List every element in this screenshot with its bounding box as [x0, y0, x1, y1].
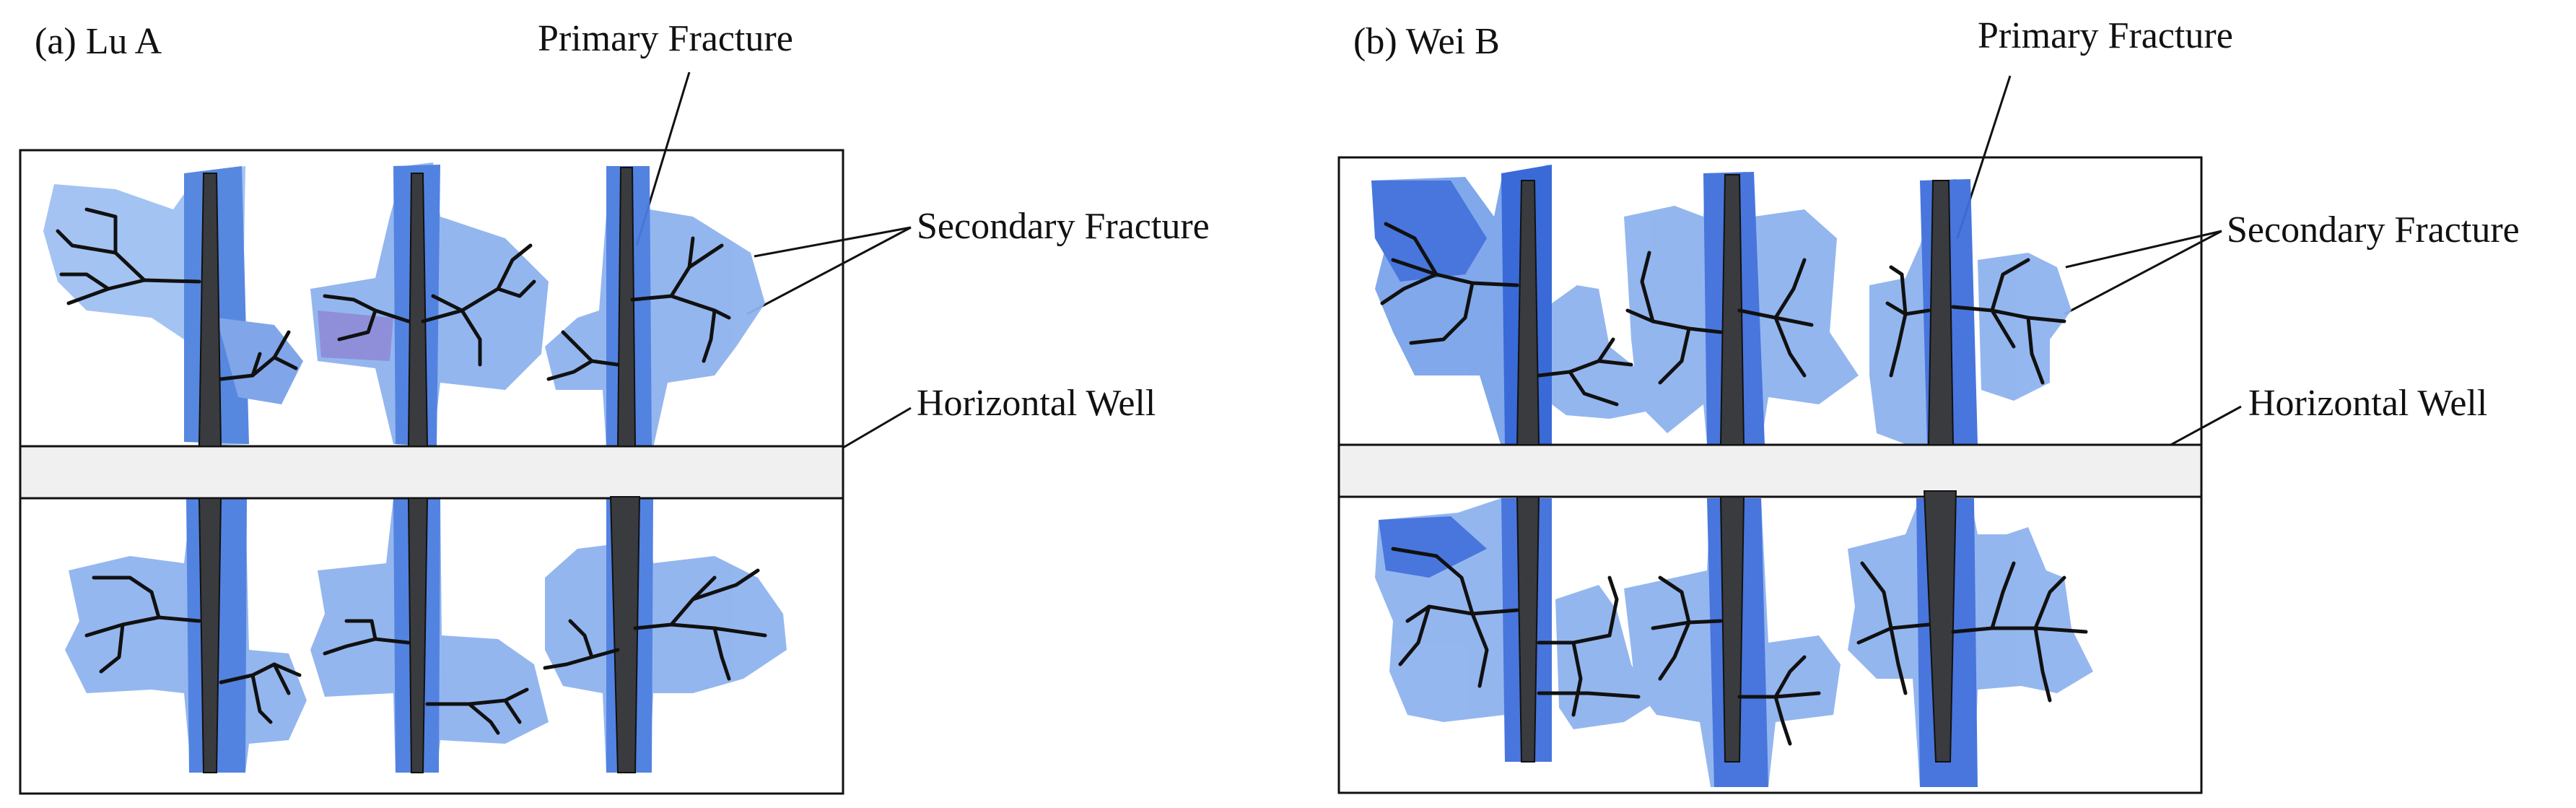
panel-a: (a) Lu A Primary Fracture Secondary Frac…	[19, 18, 1210, 795]
panel-a-secondary-fractures	[56, 207, 767, 735]
panel-a-horizontal-well	[19, 445, 844, 500]
panel-b-secondary-label: Secondary Fracture	[2227, 209, 2520, 251]
panel-a-well-label: Horizontal Well	[917, 383, 1156, 424]
panel-b-primary-label: Primary Fracture	[1978, 15, 2233, 56]
panel-b: (b) Wei B Primary Fracture Secondary Fra…	[1337, 15, 2520, 794]
panel-b-horizontal-well	[1337, 443, 2203, 498]
panel-b-primary-fractures	[1516, 174, 1957, 763]
panel-a-title: (a) Lu A	[35, 21, 162, 62]
panel-b-title: (b) Wei B	[1353, 21, 1500, 62]
panel-b-secondary-fractures	[1380, 222, 2088, 746]
panel-b-well-label: Horizontal Well	[2248, 383, 2487, 424]
panel-a-secondary-label: Secondary Fracture	[917, 206, 1210, 247]
panel-a-primary-fractures	[198, 167, 641, 773]
panel-a-primary-label: Primary Fracture	[538, 18, 793, 59]
